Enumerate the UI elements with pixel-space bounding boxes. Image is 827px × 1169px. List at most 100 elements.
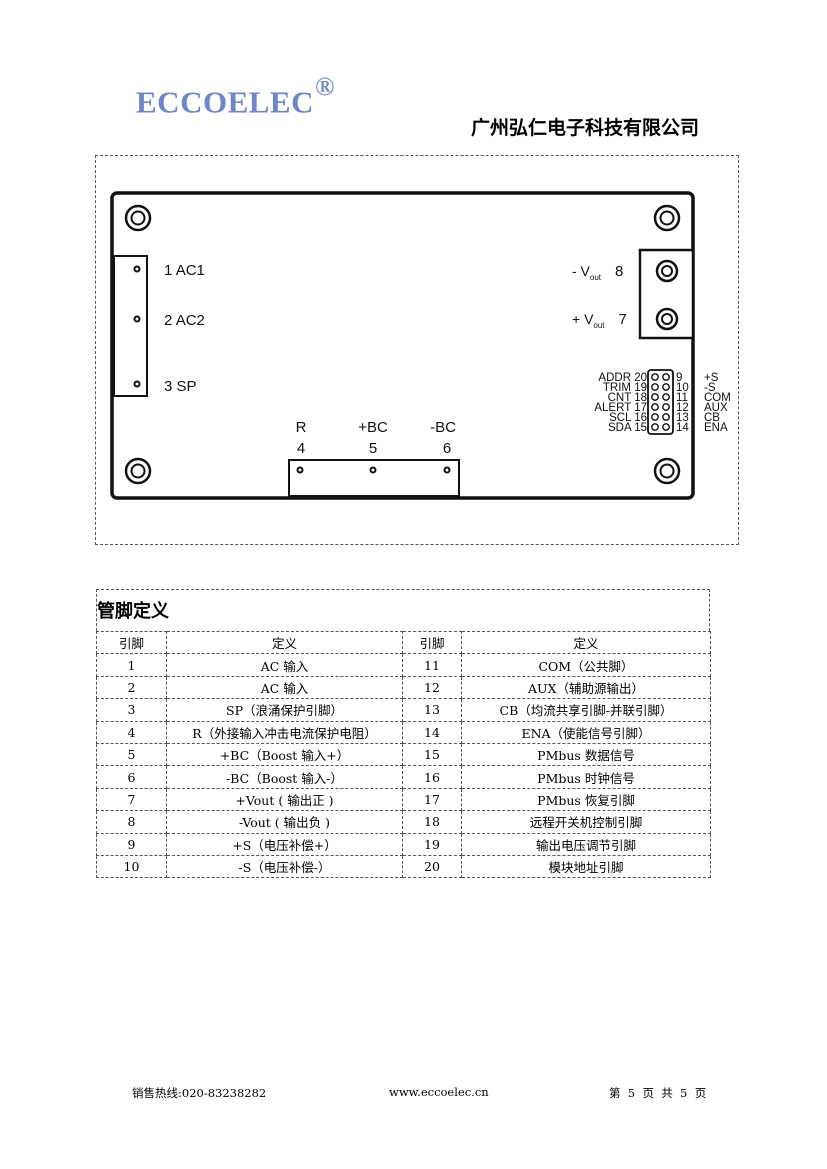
pin4-num: 4 [297,440,305,457]
logo-text: ECCOELEC [136,84,314,120]
header-pin: 引脚 [402,630,462,655]
section-title: 管脚定义 [96,589,710,631]
registered-mark: ® [314,72,335,101]
pin-number-cell: 3 [96,698,167,722]
pin5-num: 5 [369,440,377,457]
pin-definition-cell: SP（浪涌保护引脚） [166,698,403,722]
bottom-connector [288,459,460,497]
pin-number-cell: 15 [402,742,462,767]
mount-hole-icon [124,204,152,232]
pin-definition-cell: AUX（辅助源输出） [461,675,711,700]
mount-hole-icon [653,204,681,232]
pin-definition-cell: +S（电压补偿+） [166,832,403,856]
signal-header [647,369,674,435]
website-link[interactable]: www.eccoelec.cn [389,1085,489,1099]
header-pin-icon [662,383,670,391]
input-connector [113,255,148,397]
pin-definition-cell: CB（均流共享引脚-并联引脚） [461,698,711,722]
pin-number-cell: 16 [402,765,462,789]
header-pin-icon [651,403,659,411]
mounting-holes [124,204,681,485]
header-pin-icon [651,393,659,401]
signal-labels: ADDR 20 TRIM 19 CNT 18 ALERT 17 SCL 16 S… [594,372,730,434]
pin-number-cell: 9 [96,832,167,856]
signal-num-label: 11 [676,392,688,404]
pin-number-cell: 6 [96,765,167,789]
signal-num-label: 14 [676,422,689,434]
header-pin-icon [662,413,670,421]
company-name: 广州弘仁电子科技有限公司 [470,117,699,139]
signal-left-label: ADDR 20 [598,372,647,384]
pin-number-cell: 8 [96,810,167,834]
vout-minus-terminal-icon [655,259,679,283]
pin-number-cell: 5 [96,742,167,767]
pin-number-cell: 17 [402,787,462,812]
signal-right-label: -S [704,382,716,394]
pin1-label: 1 AC1 [164,262,205,279]
signal-num-label: 12 [676,402,689,414]
signal-header-pins [651,373,670,431]
signal-left-label: TRIM 19 [603,382,647,394]
pin-definition-cell: COM（公共脚） [461,653,711,677]
pin-number-cell: 18 [402,810,462,834]
mount-hole-icon [653,457,681,485]
pin-number-cell: 11 [402,653,462,677]
header-pin-icon [662,423,670,431]
pin5-name: +BC [358,419,388,436]
pin-definition-cell: PMbus 恢复引脚 [461,787,711,812]
pin-definition-cell: PMbus 数据信号 [461,742,711,767]
header-definition: 定义 [461,630,711,655]
signal-left-label: SCL 16 [609,412,647,424]
pin-number-cell: 2 [96,675,167,700]
signal-right-label: COM [704,392,731,404]
pin-definition-cell: -S（电压补偿-） [166,854,403,879]
pin-definition-cell: AC 输入 [166,653,403,677]
signal-right-label: CB [704,412,720,424]
pin-number-cell: 7 [96,787,167,812]
pin-definition-cell: PMbus 时钟信号 [461,765,711,789]
mount-hole-icon [124,457,152,485]
signal-right-label: AUX [704,402,728,414]
pin-number-cell: 12 [402,675,462,700]
company-logo: ECCOELEC® [136,72,335,120]
pin-number-cell: 20 [402,854,462,879]
pin-number-cell: 4 [96,720,167,744]
header-pin-icon [662,393,670,401]
vout-plus-terminal-icon [655,307,679,331]
header-pin-icon [651,423,659,431]
signal-num-label: 13 [676,412,689,424]
signal-left-label: CNT 18 [608,392,647,404]
pin-definition-cell: AC 输入 [166,675,403,700]
table-header-row: 引脚 定义 引脚 定义 [96,630,711,655]
pin-definition-cell: 模块地址引脚 [461,854,711,879]
pin-number-cell: 10 [96,854,167,879]
signal-left-label: SDA 15 [608,422,647,434]
pin-definition-cell: 远程开关机控制引脚 [461,810,711,834]
pin4-name: R [296,419,307,436]
pin2-label: 2 AC2 [164,312,205,329]
signal-num-label: 9 [676,372,682,384]
pin6-num: 6 [443,440,451,457]
signal-left-label: ALERT 17 [594,402,647,414]
header-pin-icon [662,373,670,381]
header-definition: 定义 [166,630,403,655]
pin6-name: -BC [430,419,456,436]
header-pin-icon [651,373,659,381]
signal-num-label: 10 [676,382,689,394]
pin-definition-cell: 输出电压调节引脚 [461,832,711,856]
pin-definition-cell: -BC（Boost 输入-） [166,765,403,789]
